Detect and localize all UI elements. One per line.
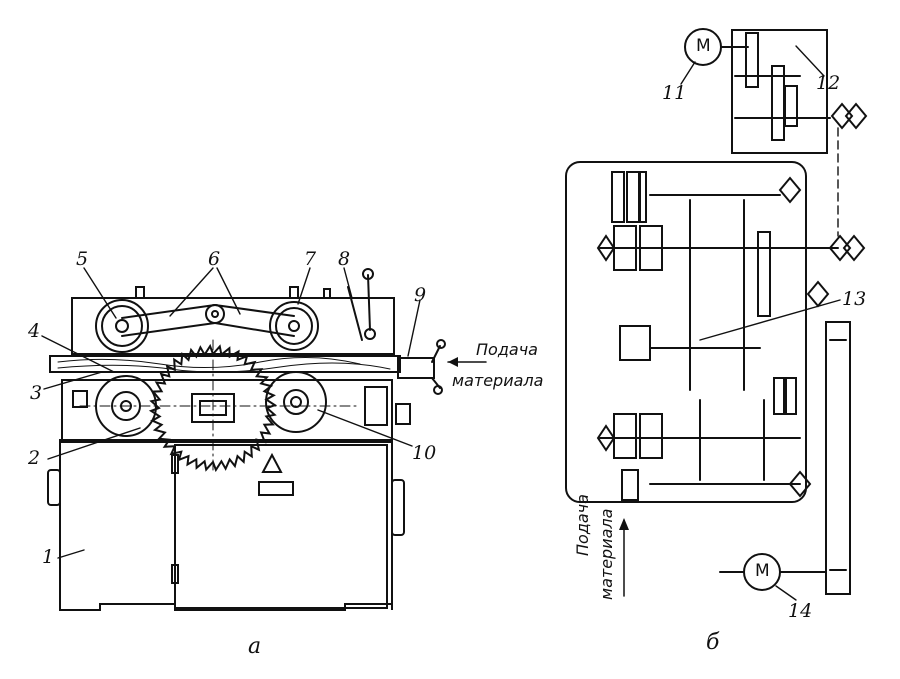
warning-triangle — [263, 455, 281, 472]
label-8: 8 — [338, 248, 351, 270]
leader-lines-a — [42, 268, 420, 558]
belt-drive — [826, 322, 850, 594]
gear-7 — [270, 302, 318, 350]
label-4: 4 — [28, 320, 41, 342]
feed-arrow-a — [448, 357, 486, 367]
feed-arrow-b — [619, 518, 629, 596]
gearbox-12 — [732, 30, 827, 153]
caption-b: б — [706, 630, 720, 655]
label-1: 1 — [42, 546, 55, 568]
feed-roll-10 — [266, 372, 326, 432]
label-6: 6 — [208, 248, 221, 270]
machine-frame — [566, 162, 806, 502]
label-9: 9 — [414, 284, 427, 306]
feed-label-b-line1: Подача — [573, 494, 592, 556]
label-14: 14 — [788, 600, 813, 622]
gear-5 — [96, 300, 148, 352]
label-10: 10 — [412, 442, 437, 464]
label-13: 13 — [842, 288, 867, 310]
kinematic-scheme — [566, 29, 866, 594]
label-2: 2 — [28, 447, 41, 469]
feed-guide-9 — [398, 358, 434, 378]
label-3: 3 — [30, 382, 43, 404]
label-5: 5 — [76, 248, 89, 270]
machine-body — [62, 380, 392, 442]
feed-label-a-line1: Подача — [476, 340, 538, 359]
machine-front-view — [48, 269, 445, 610]
saw-blade-2 — [151, 346, 275, 470]
machine-bed — [60, 440, 392, 610]
label-7: 7 — [304, 248, 317, 270]
motor-14-symbol: М — [755, 561, 770, 581]
leader-lines-b — [681, 46, 840, 600]
motor-11-symbol: М — [696, 36, 711, 56]
label-12: 12 — [816, 72, 841, 94]
workpiece-board — [50, 356, 400, 372]
name-plate — [259, 482, 293, 495]
middle-block-13 — [620, 326, 650, 360]
feed-label-b-line2: материала — [597, 508, 616, 600]
feed-label-a-line2: материала — [452, 371, 544, 390]
caption-a: а — [248, 634, 262, 659]
label-11: 11 — [662, 82, 687, 104]
cabinet-door — [175, 445, 387, 608]
pulley-6 — [206, 305, 224, 323]
